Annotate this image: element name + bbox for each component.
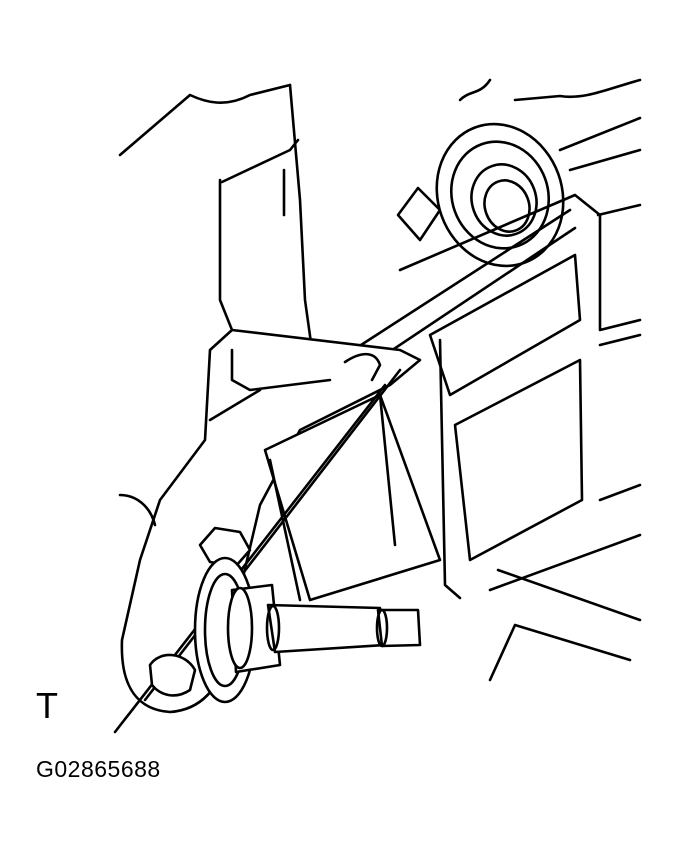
figure-id: G02865688 (36, 756, 161, 782)
lower-bolt-assembly (148, 526, 422, 704)
housing-outline-left (118, 83, 314, 352)
upper-bolt-assembly (396, 122, 565, 268)
housing-block (263, 393, 442, 602)
ribbed-casing (398, 193, 642, 682)
corner-marker: T (36, 685, 58, 726)
housing-outline-right (458, 78, 642, 172)
